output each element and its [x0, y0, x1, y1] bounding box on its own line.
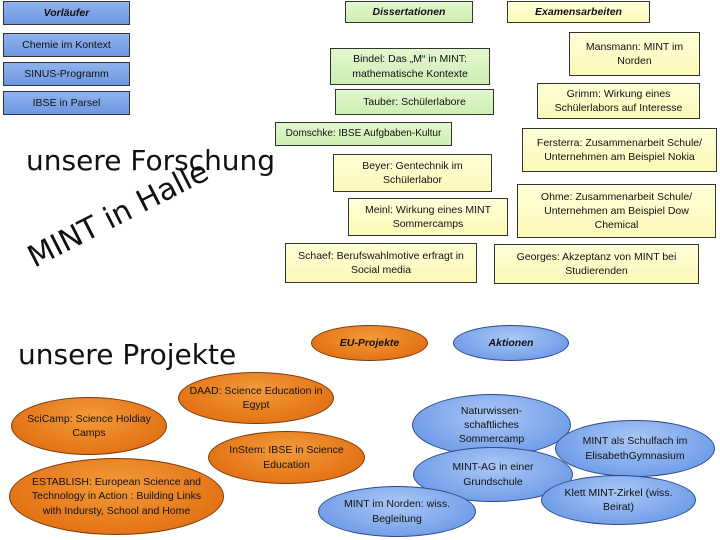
- header-dissertationen: Dissertationen: [345, 1, 473, 23]
- vorlaeufer-item: Chemie im Kontext: [3, 33, 130, 57]
- aktion-ellipse: Naturwissen-schaftliches Sommercamp: [412, 394, 571, 456]
- label-unsere-forschung: unsere Forschung: [26, 144, 276, 177]
- examensarbeit-item: Fersterra: Zusammenarbeit Schule/ Untern…: [522, 128, 717, 172]
- eu-project-ellipse: DAAD: Science Education in Egypt: [178, 372, 334, 424]
- legend-eu-projekte: EU-Projekte: [311, 325, 428, 361]
- eu-project-ellipse: SciCamp: Science Holdiay Camps: [11, 397, 167, 455]
- header-examensarbeiten: Examensarbeiten: [507, 1, 650, 23]
- legend-aktionen: Aktionen: [453, 325, 569, 361]
- vorlaeufer-item: SINUS-Programm: [3, 62, 130, 86]
- dissertation-item: Beyer: Gentechnik im Schülerlabor: [333, 154, 492, 192]
- dissertation-item: Meinl: Wirkung eines MINT Sommercamps: [348, 198, 508, 236]
- aktion-ellipse: MINT im Norden: wiss. Begleitung: [318, 486, 476, 537]
- dissertation-item: Tauber: Schülerlabore: [335, 89, 494, 115]
- examensarbeit-item: Ohme: Zusammenarbeit Schule/ Unternehmen…: [517, 184, 716, 238]
- examensarbeit-item: Grimm: Wirkung eines Schülerlabors auf I…: [537, 83, 700, 119]
- dissertation-item: Domschke: IBSE Aufgbaben-Kultur: [275, 122, 452, 146]
- examensarbeit-item: Mansmann: MINT im Norden: [569, 32, 700, 76]
- dissertation-item: Bindel: Das „M“ in MINT: mathematische K…: [330, 48, 490, 85]
- eu-project-ellipse: ESTABLISH: European Science and Technolo…: [9, 458, 224, 535]
- eu-project-ellipse: InStem: IBSE in Science Education: [208, 431, 365, 484]
- vorlaeufer-item: IBSE in Parsel: [3, 91, 130, 115]
- label-unsere-projekte: unsere Projekte: [18, 338, 237, 371]
- examensarbeit-item: Georges: Akzeptanz von MINT bei Studiere…: [494, 244, 699, 284]
- aktion-ellipse: MINT als Schulfach im ElisabethGymnasium: [555, 420, 715, 477]
- aktion-ellipse: Klett MINT-Zirkel (wiss. Beirat): [541, 475, 696, 525]
- dissertation-item: Schaef: Berufswahlmotive erfragt in Soci…: [285, 243, 477, 283]
- header-vorlaeufer: Vorläufer: [3, 1, 130, 25]
